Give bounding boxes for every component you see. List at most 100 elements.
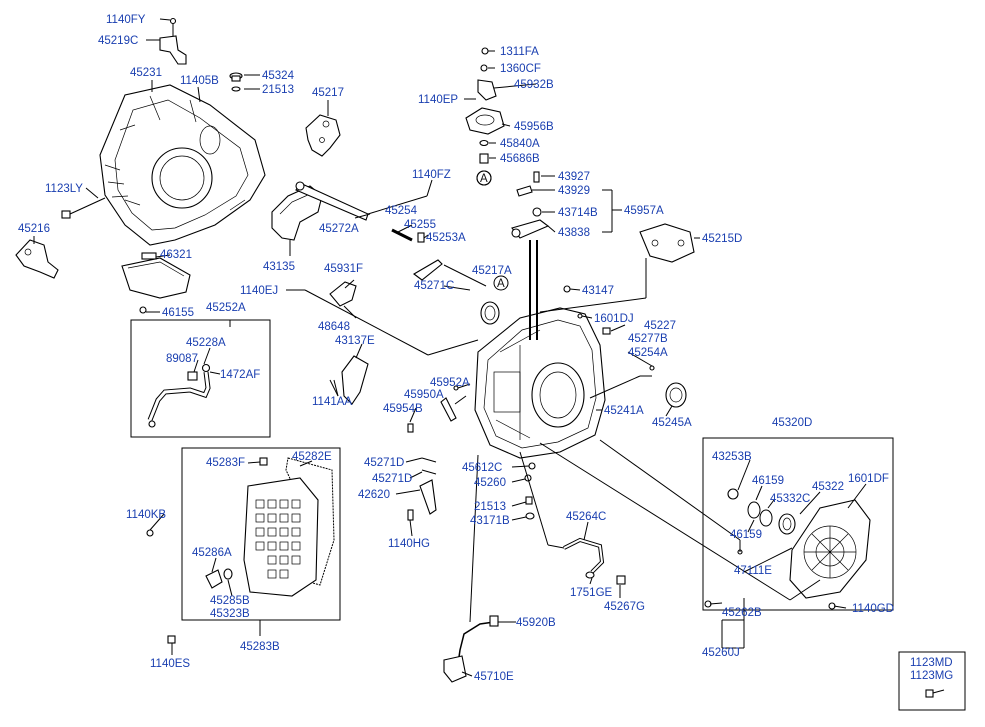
label-45320D: 45320D [772, 417, 812, 429]
label-43838: 43838 [558, 227, 590, 239]
ref-A-top: A [480, 173, 488, 185]
label-45260J: 45260J [702, 647, 740, 659]
rear-cover-45320D [704, 488, 871, 610]
bracket-45216 [15, 239, 59, 279]
label-45956B: 45956B [514, 121, 554, 133]
label-45217A: 45217A [472, 265, 512, 277]
bolt-1123MD [925, 689, 945, 698]
label-45324: 45324 [262, 70, 295, 82]
label-45271D-b: 45271D [372, 473, 412, 485]
label-1140EP: 1140EP [418, 94, 458, 106]
cover-43135 [271, 185, 323, 241]
bolt-46155 [139, 306, 147, 314]
bracket-45219C [159, 17, 187, 65]
label-45216: 45216 [18, 223, 50, 235]
label-1140FY: 1140FY [106, 14, 146, 26]
label-45260: 45260 [474, 477, 506, 489]
label-47111E: 47111E [734, 565, 772, 577]
label-45271D-a: 45271D [364, 457, 404, 469]
label-45952A: 45952A [430, 377, 470, 389]
label-43927: 43927 [558, 171, 590, 183]
box-45252A [130, 319, 271, 438]
seal-45217A [480, 301, 500, 325]
label-45920B: 45920B [516, 617, 556, 629]
callout-labels: 1140FY 45219C 45231 11405B 45324 21513 4… [18, 14, 953, 683]
label-45285B: 45285B [210, 595, 250, 607]
bolt-1123LY [61, 197, 106, 219]
label-1311FA: 1311FA [500, 46, 539, 58]
label-45254: 45254 [385, 205, 418, 217]
linkage-45957A [511, 171, 550, 239]
pin-45254 [391, 228, 425, 243]
label-45215D: 45215D [702, 233, 742, 245]
plug-45324 [229, 72, 243, 92]
hose-45252A [147, 363, 211, 428]
label-43171B: 43171B [470, 515, 510, 527]
label-21513-bottom: 21513 [474, 501, 506, 513]
strainer-46321 [121, 252, 191, 299]
label-45217: 45217 [312, 87, 344, 99]
label-1123LY: 1123LY [45, 183, 83, 195]
label-45228A: 45228A [186, 337, 226, 349]
label-1140FZ: 1140FZ [412, 169, 451, 181]
label-46155: 46155 [162, 307, 194, 319]
label-1140GD: 1140GD [852, 603, 894, 615]
label-1472AF: 1472AF [220, 369, 260, 381]
label-1141AA: 1141AA [312, 396, 352, 408]
bracket-45215D [639, 223, 695, 263]
label-43137E: 43137E [335, 335, 375, 347]
box-1123MD [898, 651, 966, 711]
label-45241A: 45241A [604, 405, 644, 417]
seal-45245A [665, 382, 687, 408]
label-89087: 89087 [166, 353, 198, 365]
label-45323B: 45323B [210, 608, 250, 620]
label-45264C: 45264C [566, 511, 606, 523]
box-45283B [181, 447, 341, 621]
label-45957A: 45957A [624, 205, 664, 217]
label-1601DJ: 1601DJ [594, 313, 634, 325]
label-45840A: 45840A [500, 138, 540, 150]
label-45954B: 45954B [383, 403, 423, 415]
pipe-45264C [563, 537, 626, 585]
label-1123MD: 1123MD [910, 657, 953, 669]
label-43135: 43135 [263, 261, 295, 273]
ref-circles [476, 170, 509, 291]
label-45283F: 45283F [206, 457, 245, 469]
label-45332C: 45332C [770, 493, 810, 505]
label-1123MG: 1123MG [910, 670, 953, 682]
label-1360CF: 1360CF [500, 63, 541, 75]
label-45950A: 45950A [404, 389, 444, 401]
mount-45217 [305, 114, 341, 157]
group-frames [130, 319, 966, 711]
converter-housing-45231 [99, 84, 266, 246]
fasteners-case [407, 285, 655, 521]
label-45286A: 45286A [192, 547, 232, 559]
label-45253A: 45253A [426, 232, 466, 244]
valve-body-45283B [146, 457, 319, 644]
label-45252A: 45252A [206, 302, 246, 314]
label-45267G: 45267G [604, 601, 645, 613]
label-45255: 45255 [404, 219, 436, 231]
label-45932B: 45932B [514, 79, 554, 91]
label-45271C: 45271C [414, 280, 454, 292]
label-43253B: 43253B [712, 451, 752, 463]
label-1140EJ: 1140EJ [240, 285, 278, 297]
label-1601DF: 1601DF [848, 473, 889, 485]
sensor-45956B [465, 47, 505, 186]
label-11405B: 11405B [180, 75, 219, 87]
label-45277B: 45277B [628, 333, 668, 345]
label-45686B: 45686B [500, 153, 540, 165]
box-45320D [702, 437, 894, 611]
label-21513-top: 21513 [262, 84, 294, 96]
label-48648: 48648 [318, 321, 350, 333]
label-45282E: 45282E [292, 451, 332, 463]
label-1140HG: 1140HG [388, 538, 430, 550]
label-45254A: 45254A [628, 347, 668, 359]
label-1140KB: 1140KB [126, 509, 166, 521]
label-45262B: 45262B [722, 607, 762, 619]
label-45322: 45322 [812, 481, 844, 493]
label-1751GE: 1751GE [570, 587, 613, 599]
shaft-45272A [295, 181, 369, 221]
